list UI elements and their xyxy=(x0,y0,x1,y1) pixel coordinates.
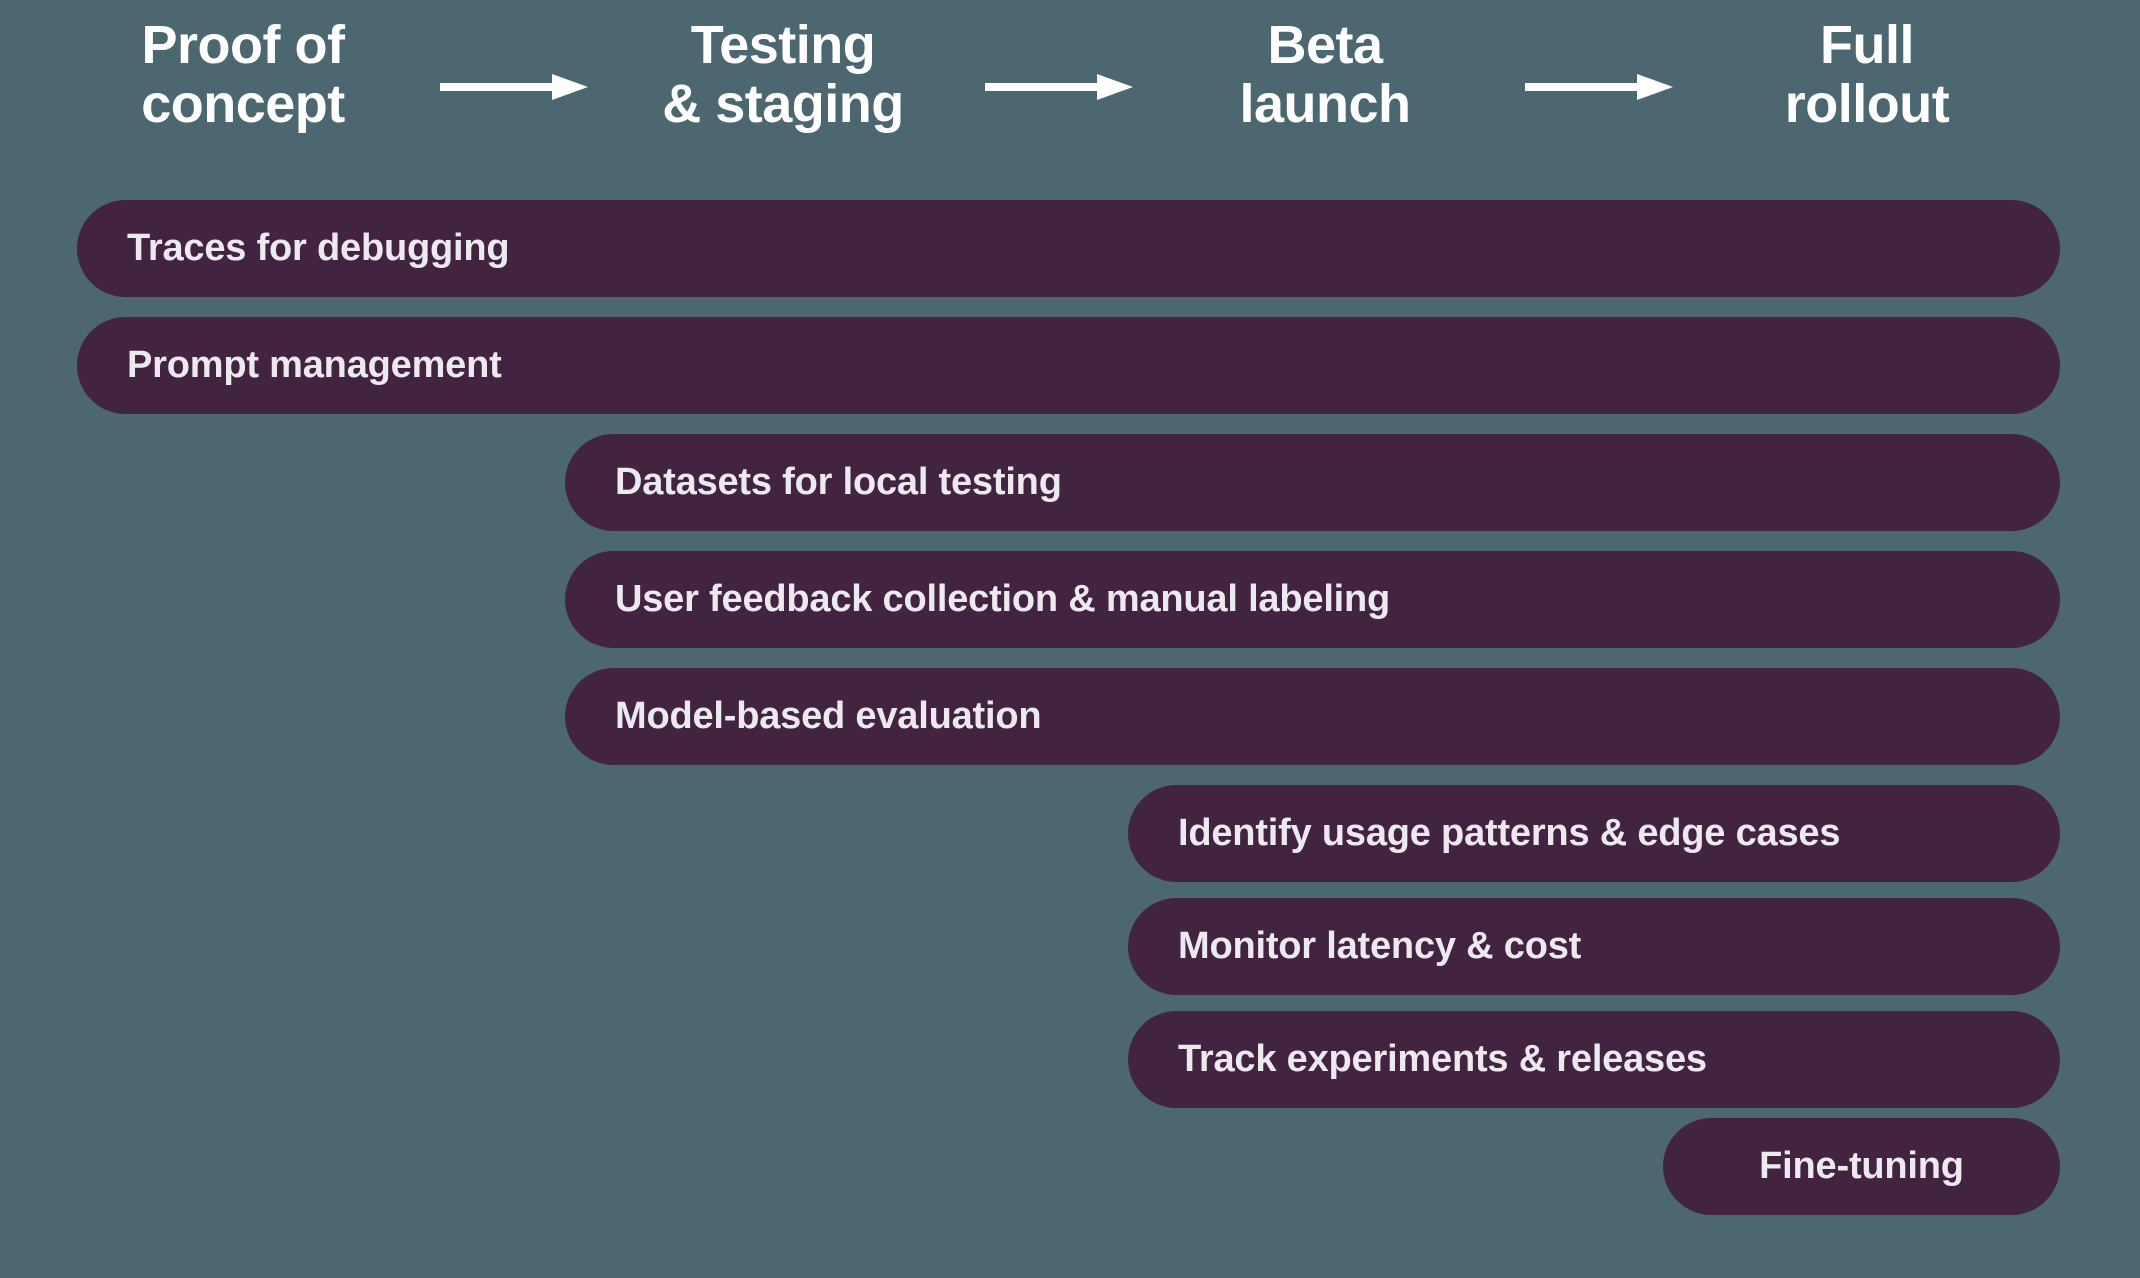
capability-pill[interactable]: Datasets for local testing xyxy=(565,434,2060,531)
capability-pill[interactable]: Traces for debugging xyxy=(77,200,2060,297)
capability-pill-label: Fine-tuning xyxy=(1759,1145,1964,1187)
capability-pill[interactable]: Identify usage patterns & edge cases xyxy=(1128,785,2060,882)
capability-pill[interactable]: User feedback collection & manual labeli… xyxy=(565,551,2060,648)
stage-header-1: Proof of concept xyxy=(141,15,345,135)
capability-pill-label: User feedback collection & manual labeli… xyxy=(615,578,1391,620)
arrow-right-icon xyxy=(985,72,1135,102)
capability-pill[interactable]: Track experiments & releases xyxy=(1128,1011,2060,1108)
capability-pill[interactable]: Fine-tuning xyxy=(1663,1118,2060,1215)
capability-pill-label: Prompt management xyxy=(127,344,502,386)
capability-pill-label: Traces for debugging xyxy=(127,227,510,269)
stage-header-2: Testing & staging xyxy=(662,15,904,135)
capability-pill-label: Model-based evaluation xyxy=(615,695,1042,737)
capability-pill[interactable]: Model-based evaluation xyxy=(565,668,2060,765)
capability-pill[interactable]: Prompt management xyxy=(77,317,2060,414)
capability-pill-label: Track experiments & releases xyxy=(1178,1038,1707,1080)
capability-pill-label: Monitor latency & cost xyxy=(1178,925,1582,967)
arrow-right-icon xyxy=(1525,72,1675,102)
capability-pill-label: Identify usage patterns & edge cases xyxy=(1178,812,1841,854)
capability-pill-label: Datasets for local testing xyxy=(615,461,1062,503)
stage-header-4: Full rollout xyxy=(1784,15,1950,135)
stage-header-3: Beta launch xyxy=(1239,15,1411,135)
capability-pill[interactable]: Monitor latency & cost xyxy=(1128,898,2060,995)
arrow-right-icon xyxy=(440,72,590,102)
